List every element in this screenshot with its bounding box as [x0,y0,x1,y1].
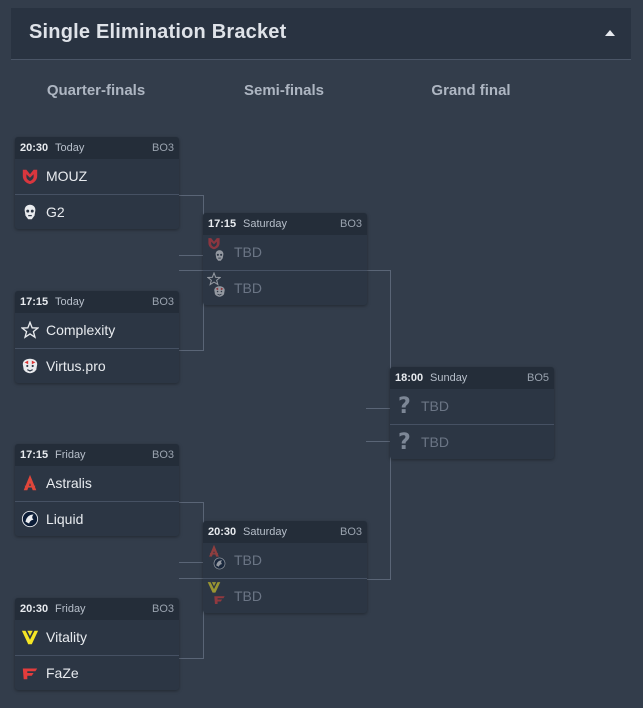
team-row-tbd[interactable]: TBD [203,578,367,613]
connector-qf1-sf1 [179,195,204,256]
g2-logo-icon [213,249,226,262]
match-card-sf2[interactable]: 20:30 Saturday BO3 TBD TBD [203,521,367,613]
column-label-semi-finals: Semi-finals [243,82,325,99]
match-time: 18:00 [395,372,424,384]
team-row-tbd[interactable]: TBD [203,270,367,305]
connector-sf2-gf [366,441,391,580]
match-format: BO3 [339,218,362,230]
team-name: Astralis [46,475,92,491]
astralis-logo-icon [207,544,221,558]
connector-qf4-sf2 [179,578,204,659]
complexity-star-icon [207,272,221,286]
team-row-astralis[interactable]: Astralis [15,466,179,501]
match-day: Today [55,142,85,154]
column-label-quarter-finals: Quarter-finals [46,82,146,99]
team-name: Vitality [46,629,87,645]
match-time: 17:15 [20,296,49,308]
match-header: 20:30 Today BO3 [15,137,179,159]
page-title: Single Elimination Bracket [29,21,287,43]
match-card-qf1[interactable]: 20:30 Today BO3 MOUZ G2 [15,137,179,229]
team-name: TBD [421,434,449,450]
match-day: Sunday [430,372,468,384]
liquid-horse-icon [21,510,39,528]
team-row-faze[interactable]: FaZe [15,655,179,690]
match-card-sf1[interactable]: 17:15 Saturday BO3 TBD TBD [203,213,367,305]
astralis-logo-icon [21,474,39,492]
team-name: Complexity [46,322,116,338]
connector-sf1-gf [366,270,391,409]
team-name: TBD [234,244,262,260]
complexity-star-icon [21,321,39,339]
match-time: 17:15 [20,449,49,461]
team-name: TBD [421,398,449,414]
match-day: Saturday [243,526,288,538]
column-label-grand-final: Grand final [431,82,511,99]
team-name: TBD [234,280,262,296]
connector-qf3-sf2 [179,502,204,563]
match-card-qf4[interactable]: 20:30 Friday BO3 Vitality FaZe [15,598,179,690]
team-row-g2[interactable]: G2 [15,194,179,229]
team-row-tbd[interactable]: TBD [203,543,367,578]
team-name: Virtus.pro [46,358,106,374]
team-row-virtuspro[interactable]: Virtus.pro [15,348,179,383]
bracket-header[interactable]: Single Elimination Bracket [11,8,631,60]
match-header: 17:15 Friday BO3 [15,444,179,466]
question-mark-icon: ? [398,394,411,419]
match-day: Friday [55,603,86,615]
mouz-logo-icon [21,167,39,185]
match-format: BO3 [151,296,174,308]
team-row-vitality[interactable]: Vitality [15,620,179,655]
match-header: 17:15 Today BO3 [15,291,179,313]
faze-logo-icon [213,593,226,606]
match-time: 20:30 [20,142,49,154]
match-day: Friday [55,449,86,461]
match-day: Today [55,296,85,308]
vitality-bee-icon [21,628,39,646]
g2-logo-icon [21,203,39,221]
question-mark-icon: ? [398,430,411,455]
virtuspro-bear-icon [21,357,39,375]
liquid-horse-icon [213,557,226,570]
match-format: BO3 [151,142,174,154]
match-card-qf3[interactable]: 17:15 Friday BO3 Astralis Liquid [15,444,179,536]
match-format: BO3 [339,526,362,538]
team-row-tbd[interactable]: ? TBD [390,424,554,459]
team-name: TBD [234,588,262,604]
connector-qf2-sf1 [179,270,204,351]
match-format: BO3 [151,449,174,461]
team-name: FaZe [46,665,79,681]
match-day: Saturday [243,218,288,230]
match-header: 18:00 Sunday BO5 [390,367,554,389]
vitality-bee-icon [207,580,221,594]
team-row-tbd[interactable]: TBD [203,235,367,270]
match-time: 20:30 [20,603,49,615]
match-header: 20:30 Friday BO3 [15,598,179,620]
team-name: G2 [46,204,65,220]
team-name: MOUZ [46,168,88,184]
match-time: 20:30 [208,526,237,538]
match-format: BO3 [151,603,174,615]
team-row-liquid[interactable]: Liquid [15,501,179,536]
team-row-complexity[interactable]: Complexity [15,313,179,348]
team-name: TBD [234,552,262,568]
team-row-mouz[interactable]: MOUZ [15,159,179,194]
virtuspro-bear-icon [213,285,226,298]
match-format: BO5 [526,372,549,384]
match-header: 20:30 Saturday BO3 [203,521,367,543]
chevron-up-icon[interactable] [603,26,617,40]
match-time: 17:15 [208,218,237,230]
faze-logo-icon [21,664,39,682]
mouz-logo-icon [207,236,221,250]
team-name: Liquid [46,511,84,527]
team-row-tbd[interactable]: ? TBD [390,389,554,424]
match-card-qf2[interactable]: 17:15 Today BO3 Complexity Virtus.pro [15,291,179,383]
match-header: 17:15 Saturday BO3 [203,213,367,235]
match-card-grand-final[interactable]: 18:00 Sunday BO5 ? TBD ? TBD [390,367,554,459]
